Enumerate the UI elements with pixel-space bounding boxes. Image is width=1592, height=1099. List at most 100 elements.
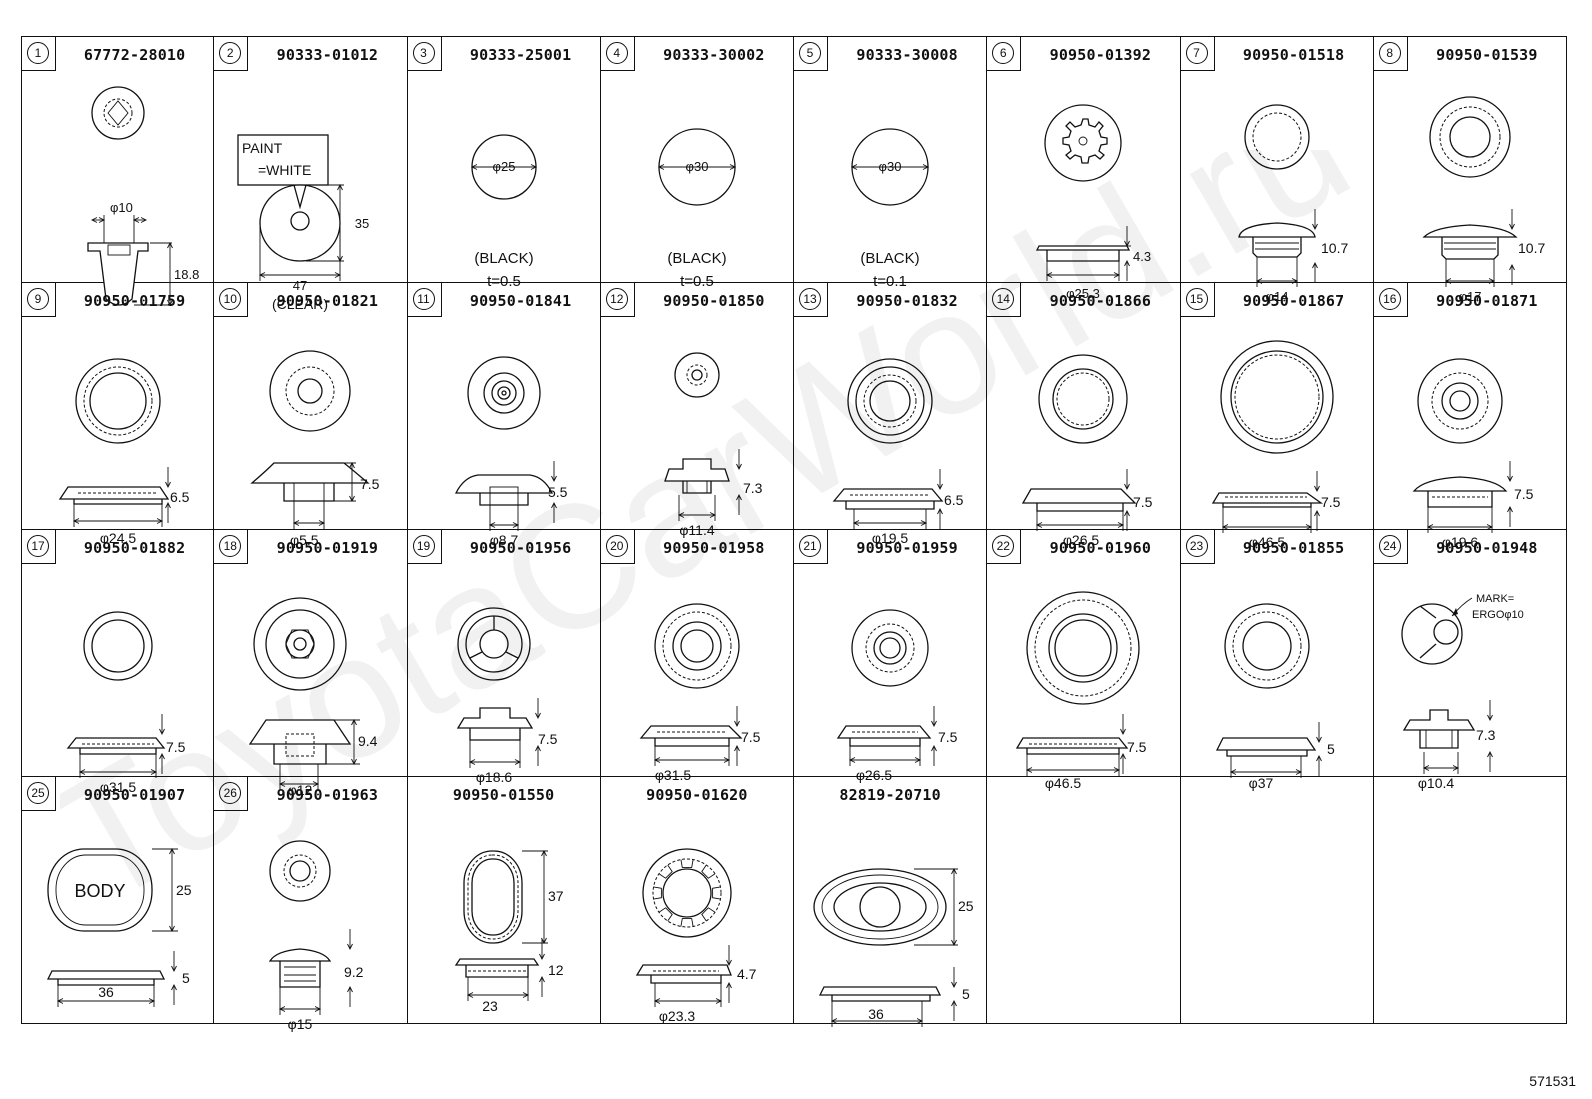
item-number: 18: [219, 535, 242, 557]
figure-code: 571531: [1529, 1073, 1576, 1089]
dimension-label: 47: [293, 278, 307, 293]
item-number-box: 5: [794, 37, 828, 71]
mark-note-line1: MARK=: [1476, 593, 1514, 605]
dimension-label: φ19.5: [872, 530, 909, 546]
part-drawing: 5 φ37: [1181, 568, 1374, 791]
dimension-label: φ25: [492, 159, 515, 174]
item-number-box: 26: [214, 777, 249, 811]
dimension-label: φ25.3: [1066, 286, 1100, 301]
item-number-box: 18: [214, 530, 249, 564]
dimension-label: φ46.5: [1045, 775, 1082, 791]
item-number: 9: [27, 288, 49, 310]
item-number: 5: [799, 42, 821, 64]
item-number: 16: [1378, 288, 1401, 310]
part-number: 90950-01392: [1049, 46, 1152, 64]
item-number-box: 16: [1373, 283, 1408, 317]
part-drawing-svg: φ30(BLACK)t=0.1: [850, 128, 930, 290]
item-number: 25: [27, 782, 49, 804]
part-drawing: φ30(BLACK)t=0.1: [794, 75, 987, 290]
dimension-label: φ37: [1248, 775, 1273, 791]
item-number-box: 21: [794, 530, 828, 564]
item-number-box: 25: [22, 777, 56, 811]
item-number-box: 12: [600, 283, 635, 317]
dimension-label: φ11.4: [679, 522, 715, 538]
dimension-label: 37: [548, 888, 564, 904]
paint-label-line2: =WHITE: [258, 162, 311, 178]
dimension-label: 5: [1327, 741, 1335, 757]
dimension-label: 25: [176, 882, 192, 898]
part-number: 90950-01841: [469, 292, 572, 310]
dimension-label: 5.5: [548, 484, 568, 500]
part-cell: 5 90333-30008 φ30(BLACK)t=0.1: [794, 36, 988, 290]
dimension-label: 9.4: [358, 733, 378, 749]
color-note: (BLACK): [667, 250, 726, 267]
part-drawing-svg: 7.5 φ46.5: [1016, 591, 1147, 791]
part-drawing: 6.5 φ19.5: [794, 321, 987, 546]
empty-cell: [987, 777, 1181, 1024]
item-number-box: 10: [214, 283, 249, 317]
part-drawing-svg: φ25(BLACK)t=0.5: [470, 134, 537, 290]
thickness-label: t=0.5: [487, 273, 521, 290]
part-drawing-svg: 7.5φ5.5: [250, 350, 380, 548]
item-number: 23: [1185, 535, 1208, 557]
item-number-box: 24: [1373, 530, 1408, 564]
item-number: 8: [1378, 42, 1401, 64]
body-emboss-text: BODY: [74, 881, 125, 901]
item-number: 15: [1185, 288, 1208, 310]
part-number: 90333-30008: [856, 46, 958, 64]
dimension-label: 7.5: [1127, 739, 1147, 755]
item-number: 10: [219, 288, 242, 310]
item-number: 6: [992, 42, 1015, 64]
item-number-box: 9: [22, 283, 56, 317]
dimension-label: φ15: [288, 1016, 313, 1032]
item-number-box: 3: [407, 37, 442, 71]
item-number: 14: [992, 288, 1015, 310]
part-drawing: φ25(BLACK)t=0.5: [408, 75, 601, 290]
part-number: 90950-01866: [1049, 292, 1152, 310]
part-number: 90950-01882: [83, 539, 186, 557]
part-drawing-svg: 5 φ37: [1215, 603, 1335, 791]
item-number-box: 8: [1373, 37, 1408, 71]
part-number: 90950-01919: [276, 539, 379, 557]
dimension-label: φ18.6: [475, 769, 512, 785]
part-number: 90950-01550: [452, 786, 555, 804]
dimension-label: φ10.4: [1418, 775, 1455, 791]
dimension-label: φ26.5: [1063, 532, 1100, 548]
dimension-label: 35: [355, 216, 369, 231]
dimension-label: 7.5: [360, 476, 380, 492]
part-number: 90950-01867: [1242, 292, 1345, 310]
dimension-label: 6.5: [944, 492, 964, 508]
empty-cell: [1373, 777, 1567, 1024]
item-number: 21: [799, 535, 821, 557]
